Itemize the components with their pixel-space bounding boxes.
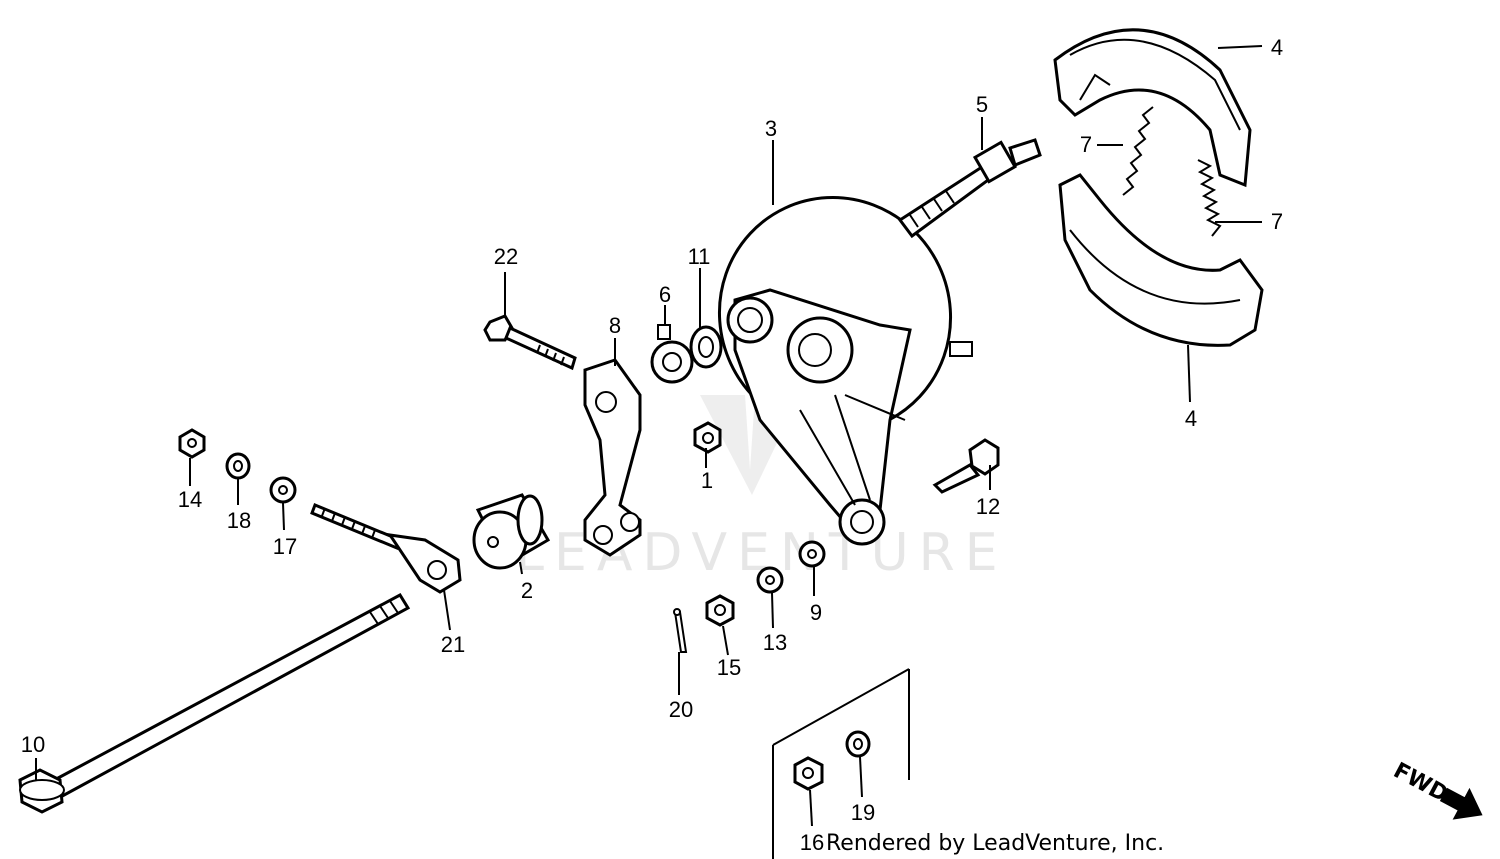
callout-2: 2 xyxy=(521,578,533,603)
option-bracket xyxy=(772,668,910,859)
callout-5: 5 xyxy=(976,92,988,117)
brake-cam xyxy=(897,138,1042,239)
callout-3: 3 xyxy=(765,116,777,141)
brake-arm xyxy=(583,358,642,557)
nut-16 xyxy=(793,756,824,791)
callout-20: 20 xyxy=(669,697,693,722)
callout-7-lower: 7 xyxy=(1271,209,1283,234)
washer-13 xyxy=(756,566,784,594)
leader-lines xyxy=(35,45,1263,827)
callout-9: 9 xyxy=(810,600,822,625)
brake-panel xyxy=(717,196,973,546)
callout-10: 10 xyxy=(21,732,45,757)
callout-1: 1 xyxy=(701,468,713,493)
callout-4-lower: 4 xyxy=(1185,406,1197,431)
callout-13: 13 xyxy=(763,630,787,655)
callout-17: 17 xyxy=(273,534,297,559)
callout-4-upper: 4 xyxy=(1271,35,1283,60)
brake-rod xyxy=(310,503,462,594)
callouts: 1 2 3 4 4 5 6 7 7 8 9 10 11 12 13 14 15 … xyxy=(21,35,1283,855)
callout-12: 12 xyxy=(976,494,1000,519)
nut-1 xyxy=(693,421,722,454)
callout-8: 8 xyxy=(609,313,621,338)
cotter-pin-20 xyxy=(673,608,688,653)
callout-15: 15 xyxy=(717,655,741,680)
spring-upper xyxy=(1122,106,1154,196)
forward-arrow-icon xyxy=(1439,787,1483,820)
spring-lower xyxy=(1197,159,1222,237)
wear-indicator-plate xyxy=(650,324,694,384)
credit-text: Rendered by LeadVenture, Inc. xyxy=(826,831,1164,856)
brake-shoe-upper xyxy=(1053,28,1252,188)
washer-18 xyxy=(225,452,251,480)
washer-9 xyxy=(798,540,826,568)
callout-22: 22 xyxy=(494,244,518,269)
callout-16: 16 xyxy=(800,830,824,855)
washer-17 xyxy=(269,476,297,504)
bolt-12 xyxy=(932,438,1000,494)
callout-7-upper: 7 xyxy=(1080,132,1092,157)
nut-15 xyxy=(705,594,735,627)
nut-14 xyxy=(178,428,206,459)
callout-19: 19 xyxy=(851,800,875,825)
callout-6: 6 xyxy=(659,282,671,307)
brake-shoe-lower xyxy=(1058,173,1264,347)
rubber-bushing xyxy=(472,493,551,570)
callout-18: 18 xyxy=(227,508,251,533)
callout-14: 14 xyxy=(178,487,202,512)
rear-axle xyxy=(18,593,411,814)
bolt-22 xyxy=(483,314,577,371)
washer-19 xyxy=(845,730,871,758)
callout-11: 11 xyxy=(688,244,711,269)
callout-21: 21 xyxy=(441,632,465,657)
forward-direction-indicator: FWD xyxy=(1389,758,1483,820)
seal-11 xyxy=(689,325,723,369)
